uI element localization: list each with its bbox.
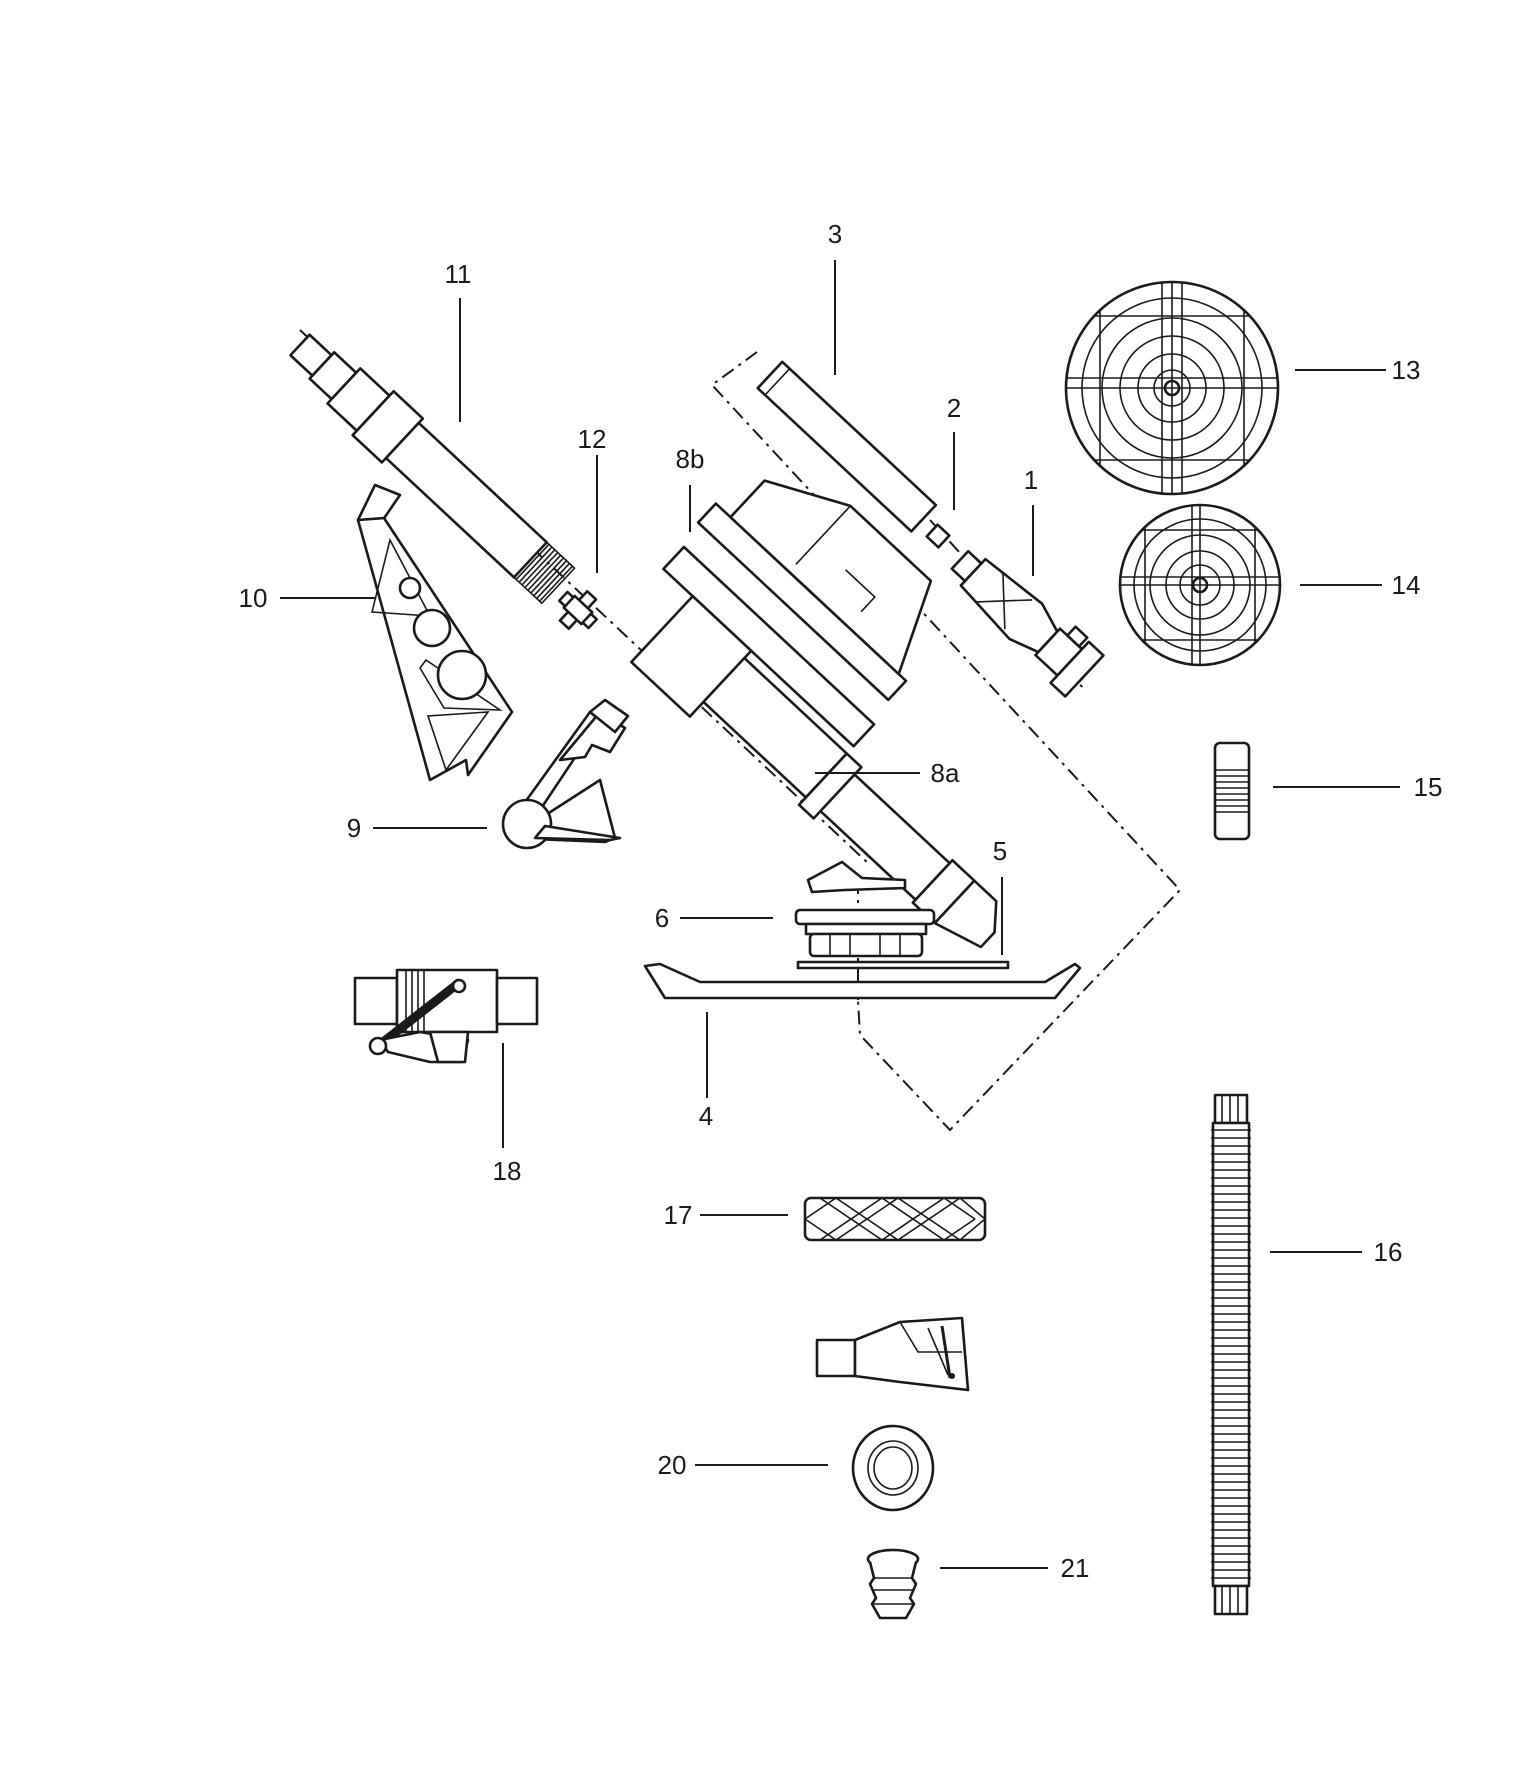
assembly-guide-line (710, 351, 1182, 1132)
callout-labels: 1 2 3 4 5 6 8a 8b 9 10 11 12 13 14 15 16… (239, 219, 1443, 1583)
callout-21: 21 (1061, 1553, 1090, 1583)
leader-lines (280, 260, 1400, 1569)
part-20-gasket (851, 1424, 935, 1512)
part-13-large-grate (1064, 280, 1280, 496)
part-11-pole-adapter (289, 333, 576, 605)
callout-8a: 8a (931, 758, 960, 788)
callout-9: 9 (347, 813, 361, 843)
callout-4: 4 (699, 1101, 713, 1131)
callout-13: 13 (1392, 355, 1421, 385)
callout-16: 16 (1374, 1237, 1403, 1267)
axis-line-valve (929, 519, 1086, 691)
part-21-tapered-plug (866, 1548, 920, 1620)
callout-2: 2 (947, 393, 961, 423)
part-18-clamp-coupler (353, 968, 539, 1064)
part-10-triangular-brace (356, 483, 514, 782)
callout-20: 20 (658, 1450, 687, 1480)
callout-11: 11 (445, 259, 472, 289)
callout-8b: 8b (676, 444, 705, 474)
callout-18: 18 (493, 1156, 522, 1186)
callout-12: 12 (578, 424, 607, 454)
part-14-small-grate (1118, 503, 1282, 667)
part-2-small-ring (925, 523, 951, 549)
part-5-thin-plate (796, 960, 1010, 970)
part-8b-cover (696, 479, 933, 702)
hose-ribs (1211, 1129, 1251, 1579)
part-head-fitting (806, 860, 907, 894)
part-6-bumper-ring (794, 908, 936, 958)
callout-3: 3 (828, 219, 842, 249)
callout-17: 17 (664, 1200, 693, 1230)
part-8-head-body (630, 545, 998, 949)
callout-5: 5 (993, 836, 1007, 866)
callout-10: 10 (239, 583, 268, 613)
part-9-handle-ball (501, 698, 630, 850)
callout-1: 1 (1024, 465, 1038, 495)
part-17-mesh-sleeve (803, 1196, 987, 1242)
callout-15: 15 (1414, 772, 1443, 802)
callout-14: 14 (1392, 570, 1421, 600)
callout-6: 6 (655, 903, 669, 933)
part-15-hose-connector (1213, 741, 1251, 841)
part-12-cross-connector (557, 589, 599, 631)
part-nozzle (815, 1316, 970, 1392)
part-1-valve (950, 549, 1105, 698)
part-3-long-tube (756, 360, 938, 533)
part-4-base-skid (643, 962, 1082, 1000)
